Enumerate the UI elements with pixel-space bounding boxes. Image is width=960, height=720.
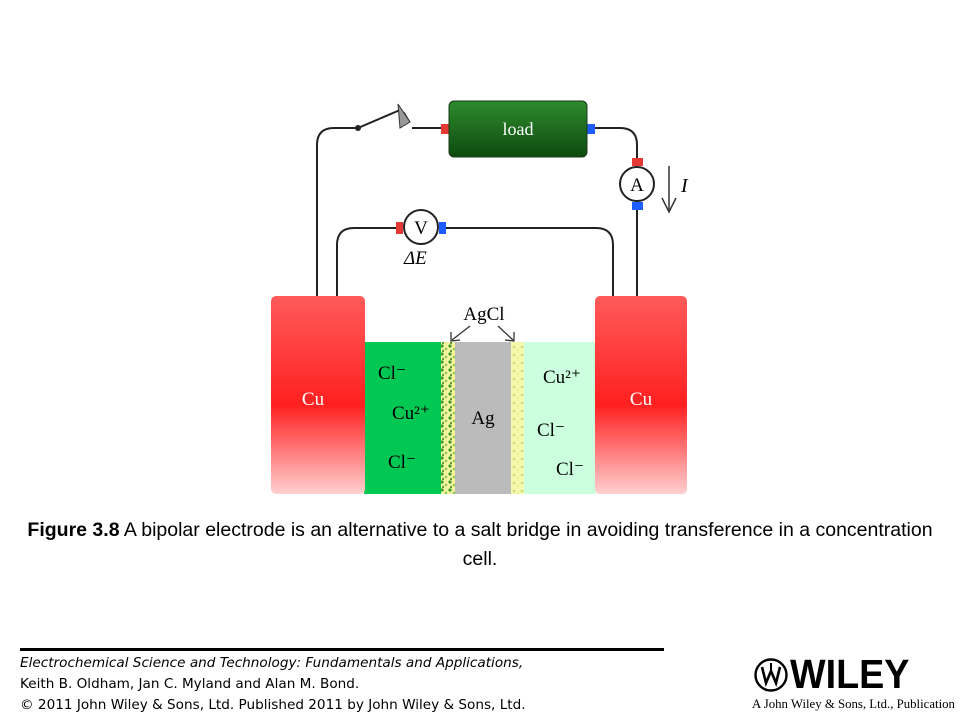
wiley-logo: WILEY A John Wiley & Sons, Ltd., Publica… (752, 651, 955, 715)
left-ion-3: Cl⁻ (388, 452, 416, 473)
delta-e-label: ΔE (403, 248, 427, 269)
load-label: load (503, 119, 534, 139)
right-electrode-label: Cu (630, 389, 653, 410)
agcl-layer-left (441, 342, 456, 494)
agcl-layer-right (510, 342, 524, 494)
right-ion-1: Cu²⁺ (543, 367, 581, 388)
figure-caption: Figure 3.8 A bipolar electrode is an alt… (20, 516, 940, 574)
left-ion-2: Cu²⁺ (392, 403, 430, 424)
right-solution (520, 342, 596, 494)
ammeter: A (619, 158, 655, 210)
right-ion-2: Cl⁻ (537, 420, 565, 441)
circuit-wires (316, 109, 638, 296)
ammeter-label: A (630, 175, 644, 196)
left-solution (364, 342, 444, 494)
silver-bipolar-electrode (455, 342, 511, 494)
current-arrow: I (661, 166, 689, 214)
wiley-tagline: A John Wiley & Sons, Ltd., Publication (752, 697, 955, 711)
left-ion-1: Cl⁻ (378, 363, 406, 384)
left-copper-electrode (271, 296, 365, 494)
right-copper-electrode (595, 296, 687, 494)
bipolar-electrode-diagram: load A I V ΔE Ag AgCl Cu Cu Cl (271, 100, 689, 494)
book-citation: Electrochemical Science and Technology: … (20, 653, 526, 716)
right-ion-3: Cl⁻ (556, 459, 584, 480)
agcl-label: AgCl (463, 304, 504, 325)
citation-authors: Keith B. Oldham, Jan C. Myland and Alan … (20, 676, 360, 692)
caption-text: A bipolar electrode is an alternative to… (119, 519, 933, 570)
citation-divider (20, 648, 664, 651)
agcl-arrows (450, 325, 515, 342)
switch (355, 103, 411, 131)
figure-label: Figure 3.8 (27, 519, 120, 541)
bipolar-label: Ag (471, 408, 495, 429)
voltmeter-label: V (414, 218, 428, 239)
citation-copyright: © 2011 John Wiley & Sons, Ltd. Published… (20, 697, 526, 713)
wiley-emblem-icon (754, 658, 788, 692)
citation-title: Electrochemical Science and Technology: … (20, 655, 524, 671)
voltmeter: V ΔE (396, 209, 446, 269)
left-electrode-label: Cu (302, 389, 325, 410)
wiley-wordmark: WILEY (790, 651, 910, 697)
current-label: I (680, 175, 689, 197)
load-resistor: load (441, 100, 595, 158)
